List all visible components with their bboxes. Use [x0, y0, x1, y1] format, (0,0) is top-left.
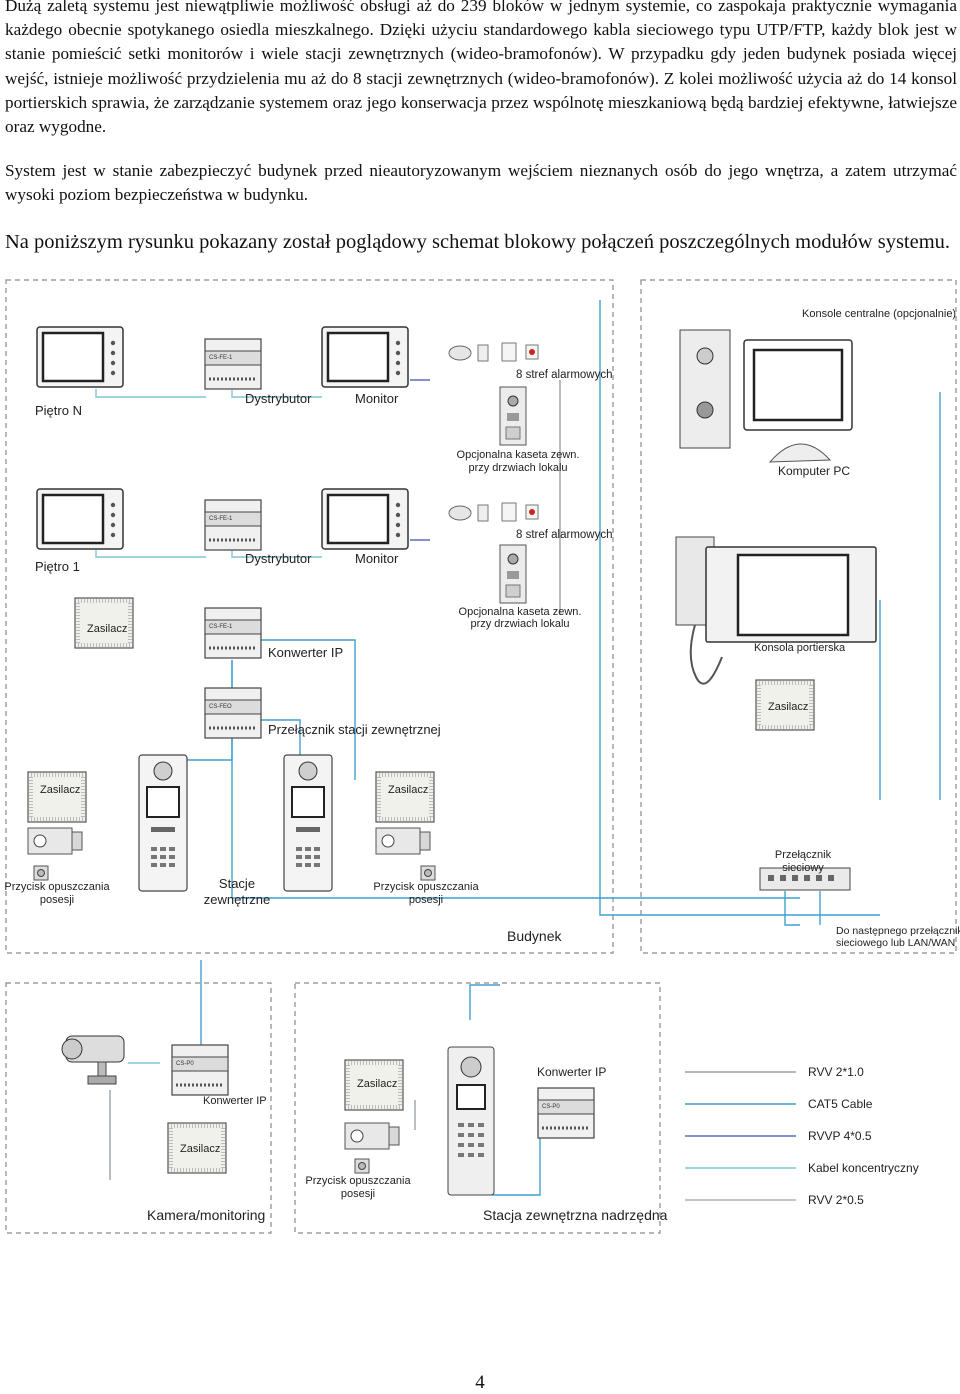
distributor-floor-n — [203, 337, 263, 391]
svg-text:CS-FE-1: CS-FE-1 — [209, 516, 233, 522]
monitor-floor-n-2 — [320, 325, 410, 389]
label-psu-station-2: Zasilacz — [388, 784, 428, 796]
diagram-caption: Na poniższym rysunku pokazany został pog… — [5, 231, 951, 253]
label-exit-button-2a: Przycisk opuszczania — [373, 881, 479, 893]
label-psu-station-1: Zasilacz — [40, 784, 80, 796]
label-floor-1: Piętro 1 — [35, 559, 80, 574]
label-alarm-n: 8 stref alarmowych — [516, 369, 613, 381]
label-alarm-1: 8 stref alarmowych — [516, 529, 613, 541]
building-frame — [5, 279, 614, 954]
label-psu-guard: Zasilacz — [768, 701, 808, 713]
label-next-switch-2: sieciowego lub LAN/WAN — [836, 937, 955, 949]
label-door-station-n-1: Opcjonalna kaseta zewn. — [457, 449, 580, 461]
label-pc: Komputer PC — [778, 464, 850, 478]
label-distributor-n: Dystrybutor — [245, 391, 312, 406]
system-block-diagram: Piętro N Piętro 1 Dystrybutor Monitor Dy… — [4, 279, 960, 1234]
label-exit-button-master-1: Przycisk opuszczania — [305, 1175, 411, 1187]
central-console — [679, 329, 853, 449]
pc-mouse — [768, 443, 832, 463]
label-next-switch-1: Do następnego przełącznika — [836, 925, 960, 937]
label-outdoor-stations-2: zewnętrzne — [204, 892, 270, 907]
label-exit-button-1a: Przycisk opuszczania — [4, 881, 110, 893]
legend-label-4: RVV 2*0.5 — [808, 1193, 864, 1207]
label-master-station: Stacja zewnętrzna nadrzędna — [483, 1207, 668, 1223]
label-exit-button-1b: posesji — [40, 894, 74, 906]
svg-text:CS-FE-1: CS-FE-1 — [209, 355, 233, 361]
label-psu-master: Zasilacz — [357, 1078, 397, 1090]
master-station-device — [447, 1046, 495, 1196]
ip-converter-camera — [170, 1043, 230, 1097]
psu-station-2 — [374, 770, 436, 824]
door-station-floor-1 — [499, 544, 527, 604]
label-psu-camera: Zasilacz — [180, 1143, 220, 1155]
label-station-switch: Przełącznik stacji zewnętrznej — [268, 722, 441, 737]
label-camera: Kamera/monitoring — [147, 1207, 265, 1223]
exit-button-2 — [420, 865, 436, 881]
master-frame — [294, 982, 661, 1234]
label-door-station-1-1: Opcjonalna kaseta zewn. — [459, 606, 582, 618]
intro-paragraph: Dużą zaletą systemu jest niewątpliwie mo… — [5, 0, 957, 137]
label-door-station-n-2: przy drzwiach lokalu — [468, 462, 567, 474]
label-monitor-n: Monitor — [355, 391, 399, 406]
distributor-floor-1 — [203, 498, 263, 552]
svg-text:CS-P0: CS-P0 — [542, 1104, 560, 1110]
outdoor-station-2 — [283, 754, 333, 892]
guard-frame — [640, 279, 957, 954]
label-outdoor-stations-1: Stacje — [219, 876, 255, 891]
lock-master — [344, 1122, 400, 1150]
svg-text:CS-FE-1: CS-FE-1 — [209, 624, 233, 630]
outdoor-station-1 — [138, 754, 188, 892]
label-ip-converter: Konwerter IP — [268, 645, 343, 660]
monitor-floor-n-1 — [35, 325, 125, 389]
station-switch — [203, 686, 263, 740]
lock-station-2 — [375, 827, 431, 855]
legend-label-1: CAT5 Cable — [808, 1097, 873, 1111]
alarm-sensors-floor-1 — [448, 502, 539, 522]
ip-converter-building — [203, 606, 263, 660]
page-number: 4 — [475, 1372, 485, 1393]
legend-label-3: Kabel koncentryczny — [808, 1161, 919, 1175]
label-door-station-1-2: przy drzwiach lokalu — [470, 618, 569, 630]
network-switch — [759, 867, 851, 891]
alarm-sensors-floor-n — [448, 342, 539, 362]
monitor-floor-1-2 — [320, 487, 410, 551]
svg-text:CS-P0: CS-P0 — [176, 1061, 194, 1067]
label-network-switch-2: sieciowy — [782, 862, 824, 874]
label-psu-building: Zasilacz — [87, 623, 127, 635]
psu-station-1 — [26, 770, 88, 824]
camera-icon — [61, 1035, 125, 1085]
svg-text:CS-FEO: CS-FEO — [209, 704, 232, 710]
ip-converter-master — [536, 1086, 596, 1140]
label-ip-converter-master: Konwerter IP — [537, 1065, 606, 1079]
security-paragraph: System jest w stanie zabezpieczyć budyne… — [5, 161, 957, 205]
label-ip-converter-camera: Konwerter IP — [203, 1095, 267, 1107]
camera-frame — [5, 982, 272, 1234]
guard-console-device — [675, 536, 877, 685]
exit-button-master — [354, 1158, 370, 1174]
cable-legend — [685, 1071, 796, 1201]
lock-station-1 — [27, 827, 83, 855]
label-monitor-1: Monitor — [355, 551, 399, 566]
legend-label-2: RVVP 4*0.5 — [808, 1129, 872, 1143]
legend-label-0: RVV 2*1.0 — [808, 1065, 864, 1079]
label-network-switch-1: Przełącznik — [775, 849, 832, 861]
label-distributor-1: Dystrybutor — [245, 551, 312, 566]
label-central-consoles: Konsole centralne (opcjonalnie) — [802, 308, 956, 320]
label-floor-n: Piętro N — [35, 403, 82, 418]
monitor-floor-1-1 — [35, 487, 125, 551]
label-building: Budynek — [507, 928, 562, 944]
label-exit-button-2b: posesji — [409, 894, 443, 906]
exit-button-1 — [33, 865, 49, 881]
label-exit-button-master-2: posesji — [341, 1188, 375, 1200]
label-guard-console: Konsola portierska — [754, 642, 846, 654]
door-station-floor-n — [499, 386, 527, 446]
